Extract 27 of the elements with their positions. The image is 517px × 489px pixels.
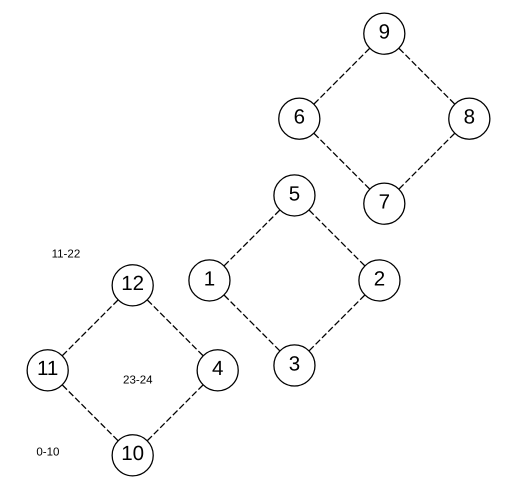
node-circle: 6 bbox=[278, 98, 320, 140]
label: 0-10 bbox=[36, 446, 60, 458]
node-circle: 8 bbox=[448, 98, 490, 140]
node-circle: 1 bbox=[188, 259, 231, 302]
label: 11-22 bbox=[52, 248, 80, 261]
connector bbox=[314, 48, 370, 104]
node-circle: 7 bbox=[363, 182, 406, 225]
connector bbox=[398, 133, 455, 190]
connector bbox=[147, 300, 204, 356]
connector bbox=[224, 210, 280, 266]
node-circle: 11 bbox=[26, 349, 69, 392]
node-circle: 3 bbox=[273, 344, 316, 387]
connector bbox=[62, 300, 118, 356]
node-circle: 9 bbox=[363, 12, 406, 55]
connector bbox=[398, 48, 456, 104]
connector bbox=[62, 384, 118, 441]
node-circle: 10 bbox=[112, 434, 154, 476]
connector bbox=[314, 132, 370, 190]
label: 23-24 bbox=[123, 374, 153, 386]
connector bbox=[224, 294, 280, 352]
connector bbox=[146, 384, 204, 442]
node-circle: 2 bbox=[358, 259, 401, 302]
node-circle: 5 bbox=[273, 174, 316, 217]
node-circle: 12 bbox=[112, 264, 154, 306]
connector bbox=[308, 210, 366, 266]
connector bbox=[308, 294, 366, 352]
node-circle: 4 bbox=[196, 349, 239, 392]
